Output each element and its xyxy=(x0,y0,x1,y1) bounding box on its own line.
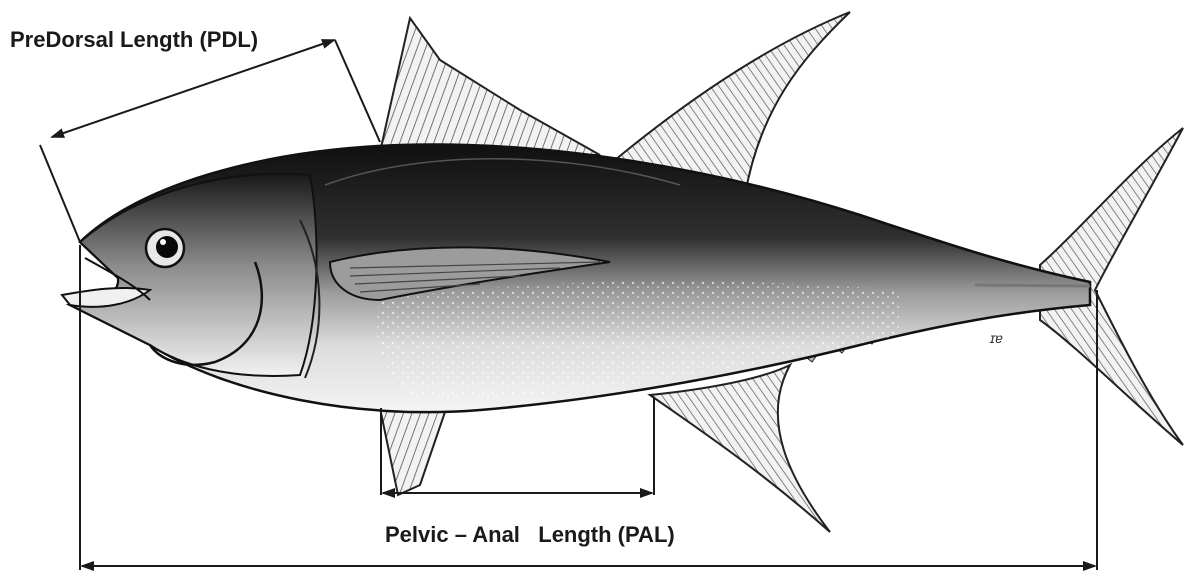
anal-fin xyxy=(650,365,830,532)
predorsal-length-label: PreDorsal Length (PDL) xyxy=(10,27,258,53)
eye-highlight xyxy=(160,239,166,245)
eye-pupil xyxy=(156,236,178,258)
caudal-keel xyxy=(975,285,1090,286)
fish-head xyxy=(70,174,317,376)
pelvic-anal-length-label: Pelvic – Anal Length (PAL) xyxy=(385,522,675,548)
first-dorsal-fin xyxy=(380,18,600,155)
pelvic-fin xyxy=(380,408,445,495)
pdl-extension-dorsal xyxy=(335,40,380,142)
artist-signature: ɪɐ xyxy=(990,330,1003,346)
pdl-extension-snout xyxy=(40,145,80,242)
pdl-arrow xyxy=(52,40,334,137)
